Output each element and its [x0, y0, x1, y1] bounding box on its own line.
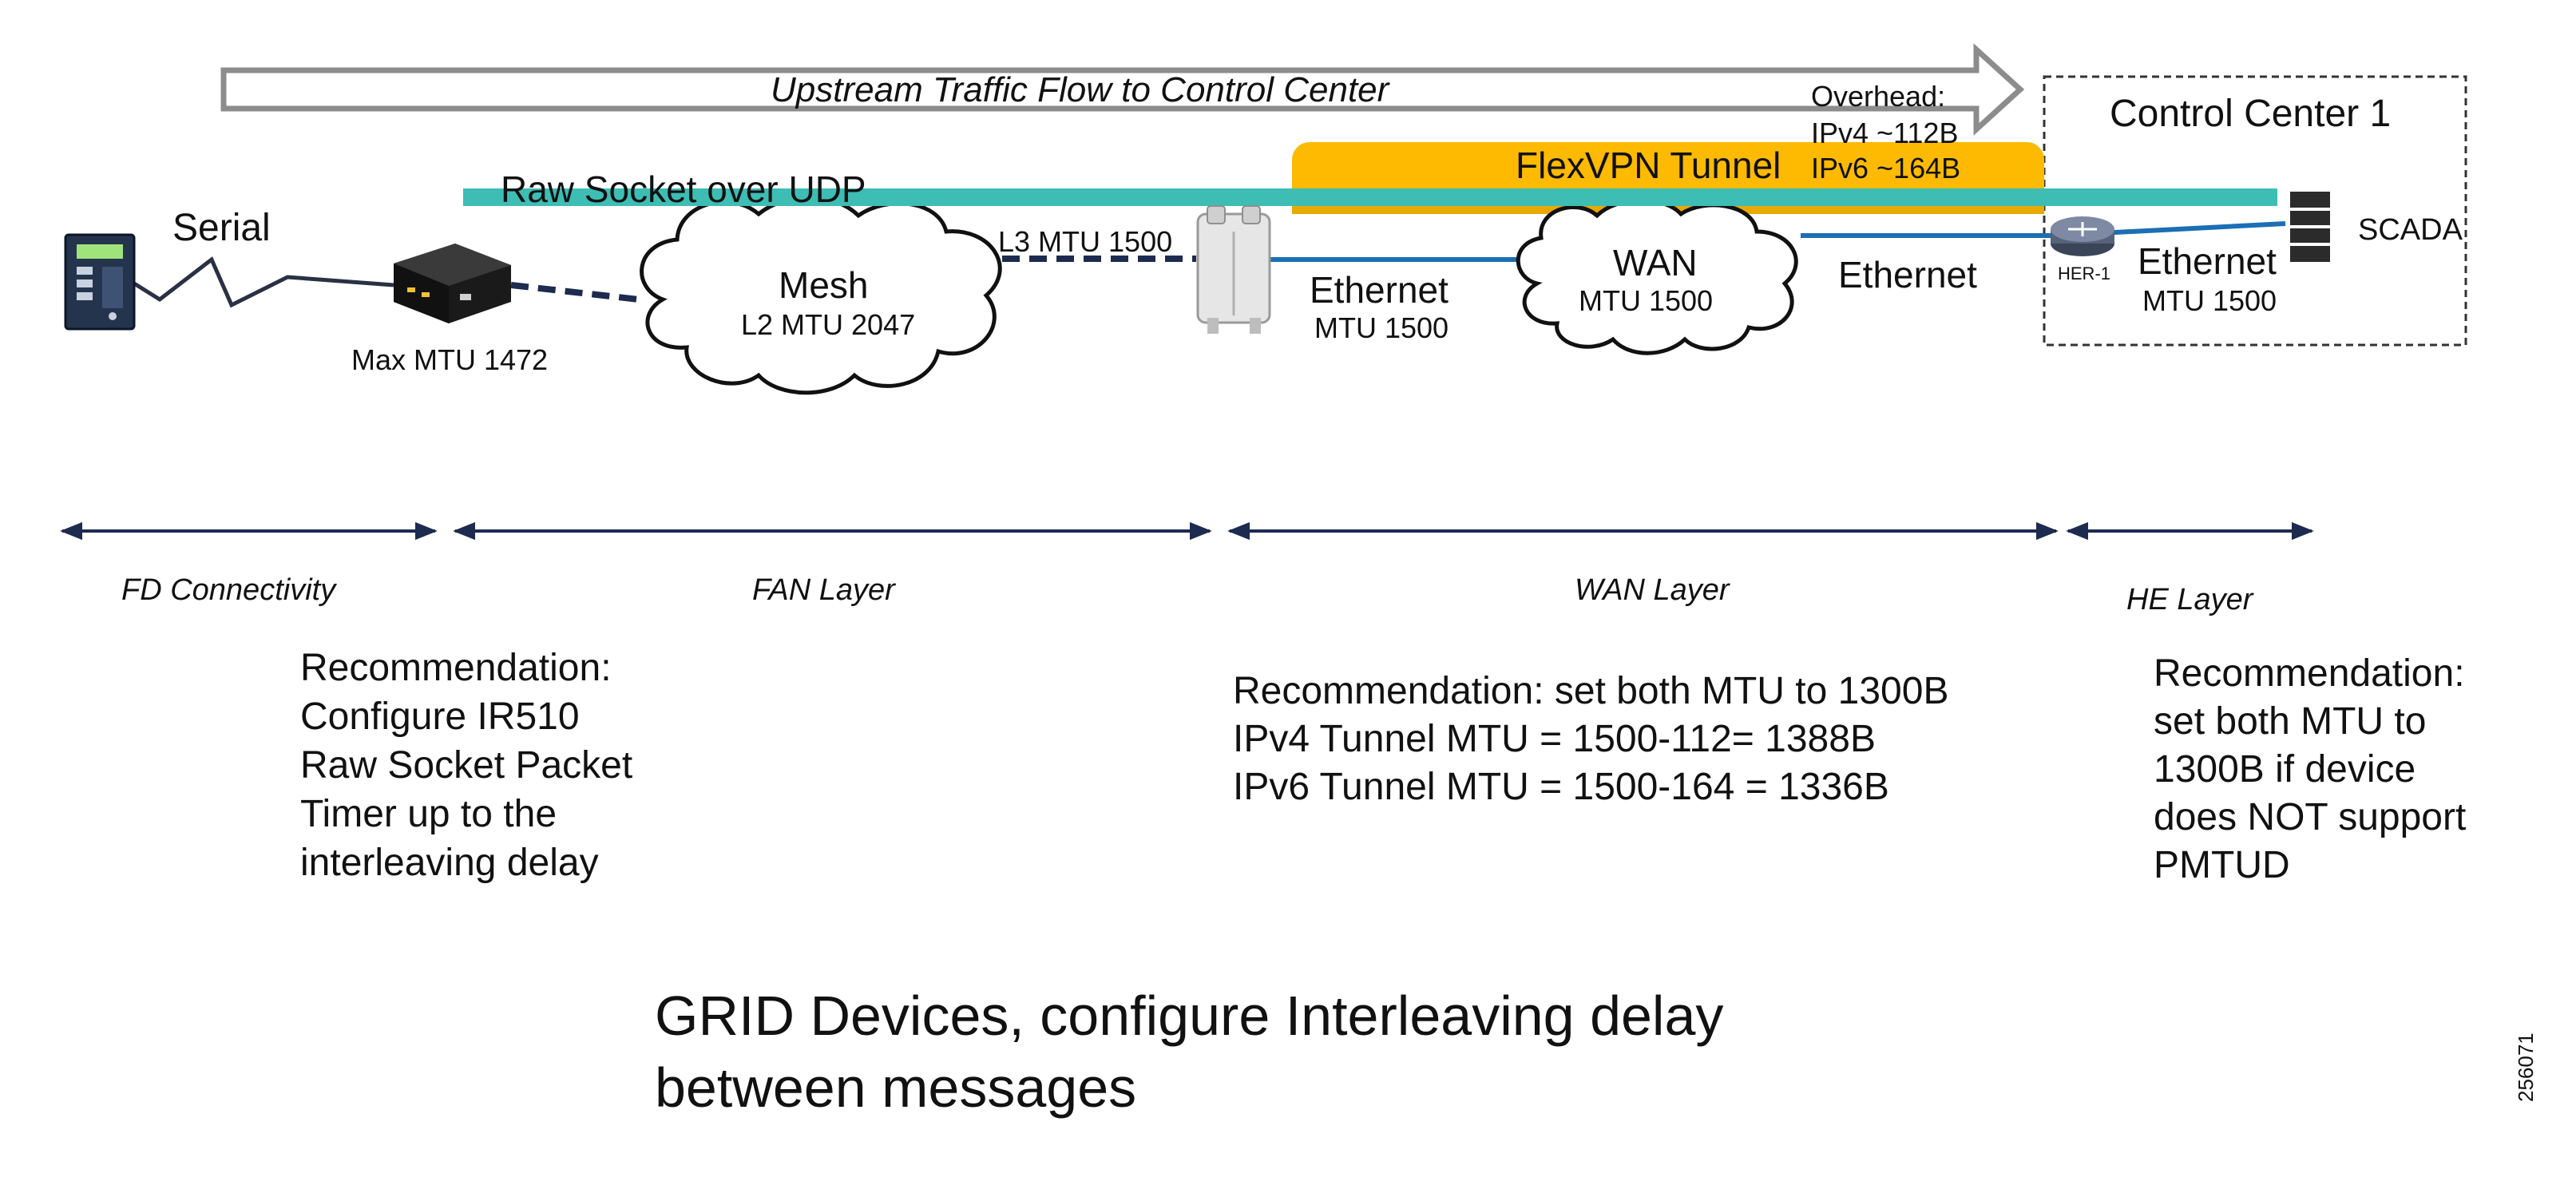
fan-layer-label: FAN Layer	[752, 573, 895, 607]
her-router-icon	[2051, 216, 2114, 256]
access-point-icon	[1196, 205, 1271, 334]
field-device-relay-icon	[64, 233, 136, 331]
scada-server-icon	[2290, 192, 2330, 262]
raw-socket-udp-bar	[463, 188, 2277, 206]
he-layer-label: HE Layer	[2126, 583, 2253, 616]
flexvpn-tunnel-label: FlexVPN Tunnel	[1516, 145, 1781, 186]
router-mesh-dashed-link	[510, 282, 640, 303]
overhead-title: Overhead:	[1811, 80, 1946, 113]
upstream-flow-label: Upstream Traffic Flow to Control Center	[771, 70, 1389, 109]
ethernet-left-mtu: MTU 1500	[1314, 311, 1449, 344]
ethernet-left-label: Ethernet	[1310, 269, 1449, 311]
wan-title: WAN	[1613, 242, 1698, 283]
figure-id: 256071	[2514, 1032, 2538, 1102]
ethernet-right-label: Ethernet	[1838, 254, 1977, 295]
serial-link	[133, 256, 394, 308]
wan-cloud-icon	[1516, 198, 1798, 355]
overhead-ipv6: IPv6 ~164B	[1811, 152, 1961, 184]
cc-mtu-label: MTU 1500	[2142, 284, 2277, 317]
fd-layer-label: FD Connectivity	[121, 573, 336, 607]
her-label: HER-1	[2058, 264, 2111, 283]
scada-label: SCADA	[2358, 213, 2463, 247]
upstream-flow-arrow	[220, 43, 2025, 136]
mesh-title: Mesh	[779, 264, 869, 306]
serial-label: Serial	[172, 207, 271, 249]
l3-mtu-label: L3 MTU 1500	[998, 225, 1173, 258]
control-center-title: Control Center 1	[2110, 93, 2392, 135]
overhead-ipv4: IPv4 ~112B	[1811, 117, 1959, 149]
cc-ethernet-label: Ethernet	[2138, 240, 2277, 282]
wan-recommendation: Recommendation: set both MTU to 1300B IP…	[1233, 670, 1949, 808]
her-scada-ethernet-link	[2099, 221, 2286, 236]
footer-line-2: between messages	[655, 1056, 1137, 1119]
wan-mtu: MTU 1500	[1579, 284, 1714, 317]
mesh-mtu: L2 MTU 2047	[741, 308, 916, 341]
router-mtu-label: Max MTU 1472	[351, 343, 549, 376]
fd-recommendation: Recommendation: Configure IR510 Raw Sock…	[300, 647, 633, 884]
he-recommendation: Recommendation: set both MTU to 1300B if…	[2154, 652, 2467, 886]
ir510-router-icon	[394, 244, 511, 323]
footer-line-1: GRID Devices, configure Interleaving del…	[655, 985, 1724, 1047]
raw-socket-label: Raw Socket over UDP	[501, 168, 866, 210]
wan-layer-label: WAN Layer	[1575, 573, 1730, 607]
